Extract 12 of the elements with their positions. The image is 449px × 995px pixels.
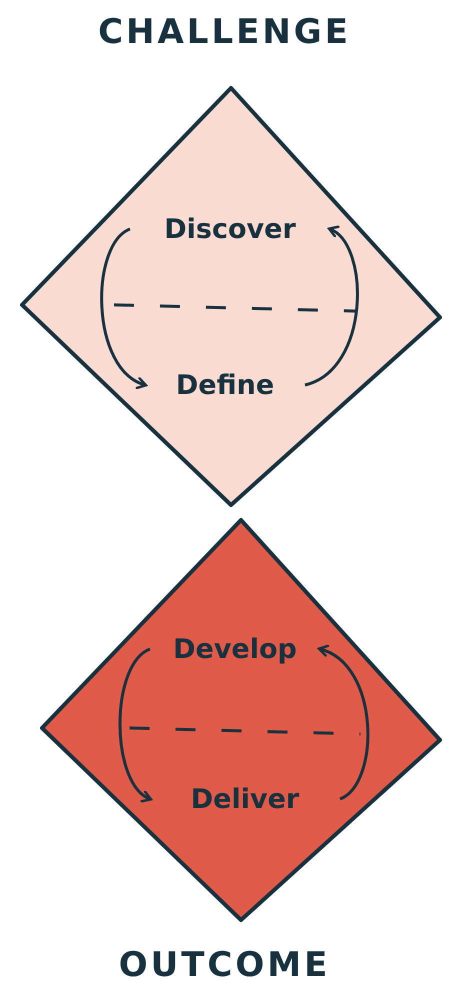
phase-label: Define [145,366,305,404]
curved-arrow [304,227,359,386]
phase-label: Deliver [150,780,340,818]
caption: OUTCOME [118,945,332,985]
phase-label: Develop [150,630,320,668]
curved-arrow [118,648,152,801]
phase-label: Discover [130,210,330,248]
diamond-shape [22,88,440,505]
curved-arrow [100,228,148,388]
diamond-shape [42,520,440,920]
title: CHALLENGE [97,12,352,52]
curved-arrow [318,646,370,800]
